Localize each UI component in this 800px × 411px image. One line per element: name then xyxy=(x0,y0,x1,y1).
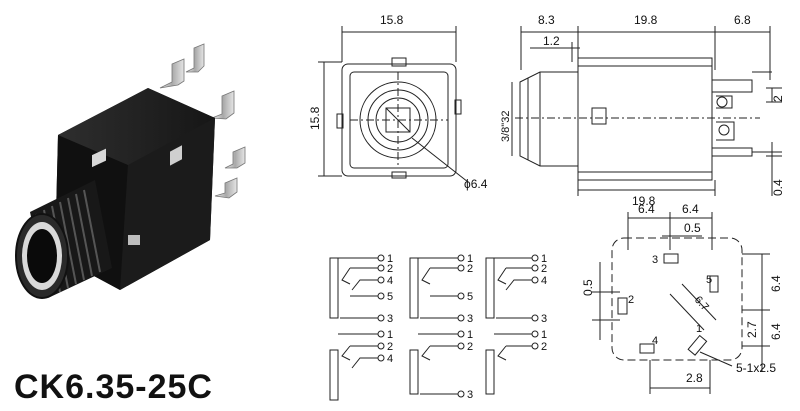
front-height-dim: 15.8 xyxy=(308,106,322,130)
pcb-dim-bottom: 2.8 xyxy=(686,371,703,385)
schematic-3: 1 2 4 3 xyxy=(485,253,547,325)
pcb-pin-2: 2 xyxy=(628,294,634,306)
front-view: 15.8 15.8 ϕ6.4 xyxy=(308,13,488,191)
schematic-pin-label: 3 xyxy=(467,389,473,401)
side-view: 8.3 19.8 6.8 1.2 3/8"32 2 0.4 19.8 xyxy=(500,13,785,208)
schematic-1: 1 2 4 5 3 xyxy=(329,253,393,325)
pcb-dim-right-bot: 6.4 xyxy=(769,323,783,340)
schematic-pin-label: 4 xyxy=(387,275,393,287)
pcb-layout: 6.4 6.4 0.5 3 5 2 4 1 6.7 0.5 6.4 2.7 6.… xyxy=(581,202,783,394)
front-hole-dim: ϕ6.4 xyxy=(464,177,488,191)
side-pin-height: 2 xyxy=(771,95,785,102)
schematic-pin-label: 2 xyxy=(467,341,473,353)
schematic-pin-label: 2 xyxy=(541,341,547,353)
pcb-dim-c: 0.5 xyxy=(684,221,701,235)
side-pins-dim: 6.8 xyxy=(734,13,751,27)
schematic-6: 1 2 xyxy=(485,329,547,395)
schematic-pin-label: 1 xyxy=(541,329,547,341)
schematic-pin-label: 3 xyxy=(541,313,547,325)
schematic-pin-label: 4 xyxy=(541,275,547,287)
schematic-pin-label: 4 xyxy=(387,353,393,365)
front-width-dim: 15.8 xyxy=(380,13,404,27)
schematic-pin-label: 2 xyxy=(387,341,393,353)
pcb-dim-a: 6.4 xyxy=(638,202,655,216)
schematic-pin-label: 3 xyxy=(387,313,393,325)
side-body-dim: 19.8 xyxy=(634,13,658,27)
schematic-pin-label: 1 xyxy=(387,253,393,265)
side-front-dim: 8.3 xyxy=(538,13,555,27)
side-thread: 3/8"32 xyxy=(500,111,512,142)
side-bottom-length: 19.8 xyxy=(632,194,656,208)
pcb-pin-4: 4 xyxy=(652,335,658,347)
pcb-dim-b: 6.4 xyxy=(682,202,699,216)
solder-pins xyxy=(159,43,246,199)
schematic-pin-label: 3 xyxy=(467,313,473,325)
schematic-pin-label: 2 xyxy=(387,263,393,275)
pcb-pin-3: 3 xyxy=(652,254,658,266)
schematic-4: 1 2 4 xyxy=(329,329,393,401)
schematic-pin-label: 2 xyxy=(467,263,473,275)
side-pin-thickness: 0.4 xyxy=(771,179,785,196)
side-offset-dim: 1.2 xyxy=(543,34,560,48)
product-photo xyxy=(15,43,246,299)
pcb-dim-right-top: 6.4 xyxy=(769,275,783,292)
schematic-pin-label: 1 xyxy=(387,329,393,341)
schematic-pin-label: 1 xyxy=(541,253,547,265)
pcb-pin-5: 5 xyxy=(706,274,712,286)
pcb-dim-right-mid: 2.7 xyxy=(745,321,759,338)
schematic-pin-label: 1 xyxy=(467,329,473,341)
schematic-2: 1 2 5 3 xyxy=(409,253,473,325)
threaded-barrel xyxy=(15,180,112,299)
schematic-pin-label: 2 xyxy=(541,263,547,275)
schematics: 1 2 4 5 3 1 2 5 3 1 2 4 3 xyxy=(329,253,547,401)
model-number: CK6.35-25C xyxy=(14,368,213,406)
pcb-pin-1: 1 xyxy=(696,323,702,335)
pcb-dim-left: 0.5 xyxy=(581,279,595,296)
pcb-hole-spec: 5-1x2.5 xyxy=(736,361,776,375)
schematic-5: 1 2 3 xyxy=(409,329,473,401)
schematic-pin-label: 5 xyxy=(467,291,473,303)
schematic-pin-label: 5 xyxy=(387,291,393,303)
schematic-pin-label: 1 xyxy=(467,253,473,265)
